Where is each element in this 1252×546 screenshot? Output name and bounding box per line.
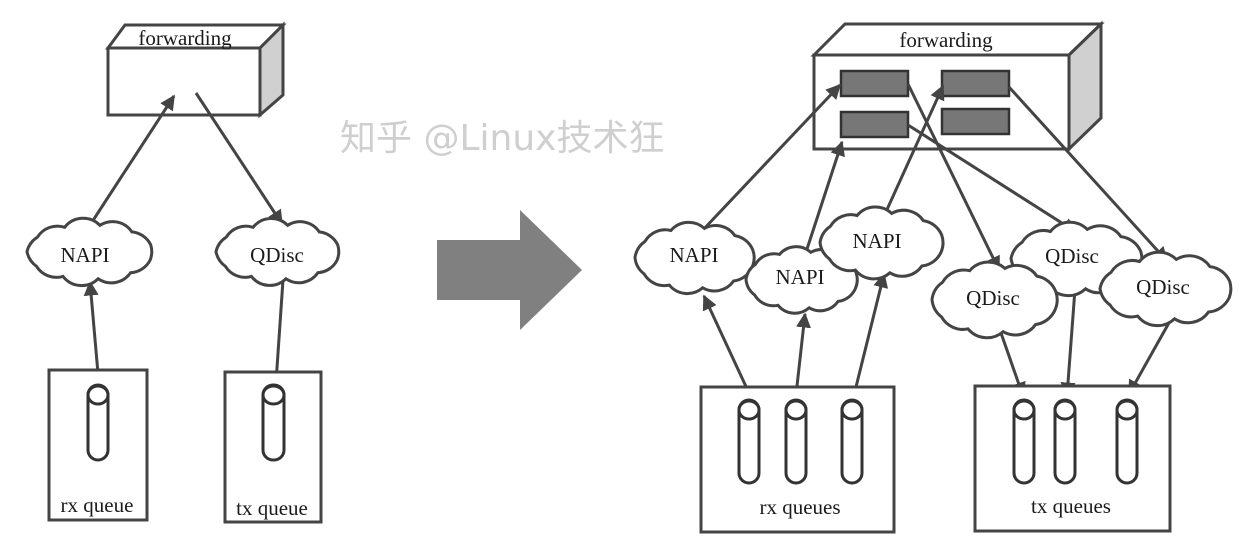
queue-cylinder bbox=[737, 398, 761, 485]
right-tx-queues: tx queues bbox=[973, 384, 1172, 533]
napi-label: NAPI bbox=[775, 265, 824, 289]
arrow-forwarding-to-qdisc1 bbox=[906, 83, 1001, 272]
right-forwarding-box: forwarding bbox=[810, 20, 1105, 153]
transition-arrow bbox=[437, 210, 582, 330]
forwarding-slot bbox=[940, 107, 1011, 136]
arrow-forwarding-to-qdisc2 bbox=[907, 123, 1078, 234]
arrow-qdisc2-to-tx2 bbox=[1060, 288, 1077, 398]
right-napi-cloud-3: NAPI bbox=[818, 205, 945, 281]
right-rx-queues: rx queues bbox=[699, 385, 896, 534]
queue-cylinder bbox=[261, 383, 286, 462]
arrow-rx2-to-napi2 bbox=[794, 312, 811, 396]
queue-cylinder bbox=[1053, 398, 1077, 485]
left-forwarding-label: forwarding bbox=[138, 26, 232, 50]
queue-cylinder bbox=[840, 398, 864, 485]
napi-label: NAPI bbox=[852, 229, 901, 253]
arrow-qdisc3-to-tx3 bbox=[1127, 320, 1172, 396]
qdisc-label: QDisc bbox=[1136, 275, 1190, 299]
right-napi-cloud-1: NAPI bbox=[633, 220, 756, 295]
qdisc-label: QDisc bbox=[250, 243, 304, 267]
arrow-napi2-to-forwarding bbox=[805, 140, 845, 250]
right-qdisc-cloud-3: QDisc bbox=[1098, 250, 1233, 328]
arrow-napi1-to-forwarding bbox=[699, 83, 842, 234]
rx-queue-label: rx queue bbox=[61, 493, 134, 517]
right-napi-cloud-2: NAPI bbox=[744, 245, 859, 315]
queue-cylinder bbox=[86, 383, 110, 462]
napi-label: NAPI bbox=[669, 243, 718, 267]
right-qdisc-cloud-1: QDisc bbox=[930, 260, 1059, 340]
arrow-rx3-to-napi3 bbox=[852, 272, 889, 396]
left-napi-cloud: NAPI bbox=[25, 216, 154, 288]
arrow-napi3-to-forwarding bbox=[883, 84, 945, 215]
left-forwarding-box: forwarding bbox=[105, 21, 287, 119]
arrow-rx1-to-napi1 bbox=[702, 294, 751, 394]
arrow-forwarding-to-qdisc3 bbox=[1007, 85, 1169, 263]
tx-queue-label: tx queue bbox=[236, 496, 308, 520]
qdisc-label: QDisc bbox=[1045, 244, 1099, 268]
forwarding-slot bbox=[839, 110, 910, 139]
forwarding-slot bbox=[940, 69, 1011, 98]
watermark: 知乎 @Linux技术狂 bbox=[340, 118, 664, 159]
forwarding-slot bbox=[839, 69, 910, 98]
left-rx-queue: rx queue bbox=[47, 368, 149, 522]
qdisc-label: QDisc bbox=[966, 286, 1020, 310]
tx-queues-label: tx queues bbox=[1031, 494, 1111, 518]
queue-cylinder bbox=[1115, 398, 1139, 485]
left-qdisc-cloud: QDisc bbox=[214, 216, 341, 287]
napi-label: NAPI bbox=[60, 243, 109, 267]
arrow-rx-to-napi bbox=[83, 280, 101, 386]
arrow-napi-to-forwarding bbox=[90, 94, 176, 223]
left-tx-queue: tx queue bbox=[223, 370, 323, 524]
rx-queues-label: rx queues bbox=[759, 495, 840, 519]
right-forwarding-label: forwarding bbox=[899, 28, 993, 52]
queue-cylinder bbox=[1012, 398, 1036, 485]
arrow-forwarding-to-qdisc bbox=[194, 92, 284, 226]
right-arrows bbox=[699, 83, 1172, 398]
queue-cylinder bbox=[784, 398, 808, 485]
